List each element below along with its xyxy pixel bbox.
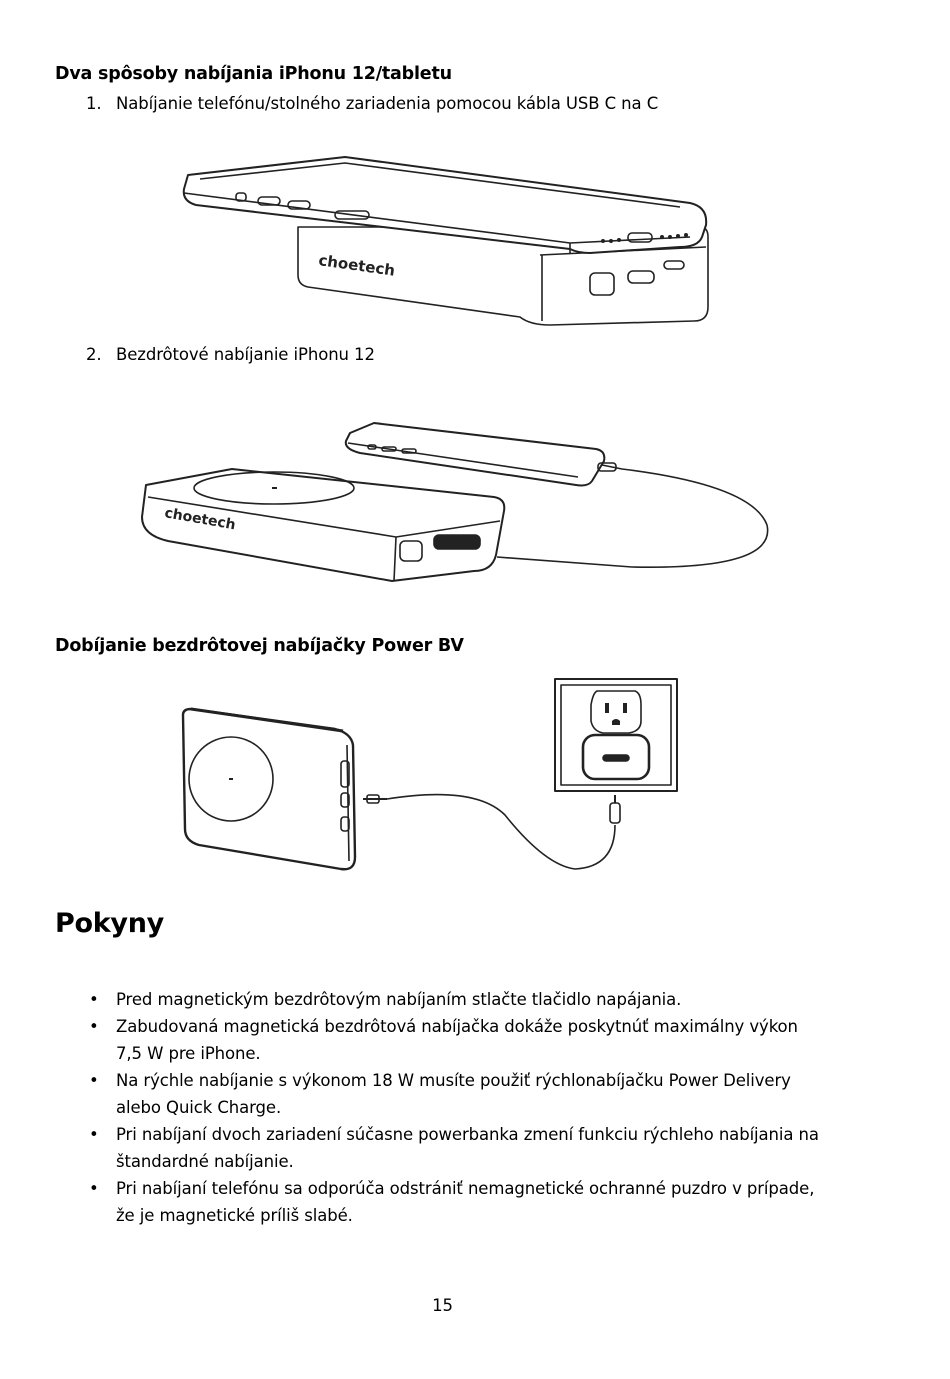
list-item-text: Pri nabíjaní dvoch zariadení súčasne pow… xyxy=(116,1125,819,1144)
list-number: 2. xyxy=(86,345,102,364)
list-item-wireless-charging: 2. Bezdrôtové nabíjanie iPhonu 12 xyxy=(86,345,375,364)
bullet-icon: • xyxy=(89,1179,99,1198)
page-number: 15 xyxy=(432,1296,453,1315)
list-item: • Pri nabíjaní dvoch zariadení súčasne p… xyxy=(55,1121,895,1175)
list-item-text: Nabíjanie telefónu/stolného zariadenia p… xyxy=(116,94,659,113)
bullet-icon: • xyxy=(89,1125,99,1144)
list-item-text: Pred magnetickým bezdrôtovým nabíjaním s… xyxy=(116,990,682,1009)
illustration-wall-recharge xyxy=(155,665,730,900)
illustration-phone-on-powerbank: choetech xyxy=(170,135,715,330)
list-item-text: Bezdrôtové nabíjanie iPhonu 12 xyxy=(116,345,375,364)
list-item: • Pri nabíjaní telefónu sa odporúča odst… xyxy=(55,1175,895,1229)
list-item: • Pred magnetickým bezdrôtovým nabíjaním… xyxy=(55,986,895,1013)
illustration-wireless-charging: choetech xyxy=(112,385,777,610)
section-title-recharging: Dobíjanie bezdrôtovej nabíjačky Power BV xyxy=(55,636,464,656)
instructions-heading: Pokyny xyxy=(55,908,164,939)
list-item-text: Na rýchle nabíjanie s výkonom 18 W musít… xyxy=(116,1071,791,1090)
bullet-icon: • xyxy=(89,1071,99,1090)
list-item-cable-charging: 1. Nabíjanie telefónu/stolného zariadenia… xyxy=(86,94,658,113)
list-item-text-continued: štandardné nabíjanie. xyxy=(116,1152,294,1171)
list-item-text-continued: že je magnetické príliš slabé. xyxy=(116,1206,353,1225)
list-item-text: Zabudovaná magnetická bezdrôtová nabíjač… xyxy=(116,1017,798,1036)
list-item-text-continued: alebo Quick Charge. xyxy=(116,1098,282,1117)
bullet-icon: • xyxy=(89,1017,99,1036)
list-item: • Zabudovaná magnetická bezdrôtová nabíj… xyxy=(55,1013,895,1067)
instructions-list: • Pred magnetickým bezdrôtovým nabíjaním… xyxy=(55,986,895,1229)
list-item-text-continued: 7,5 W pre iPhone. xyxy=(116,1044,261,1063)
list-item-text: Pri nabíjaní telefónu sa odporúča odstrá… xyxy=(116,1179,815,1198)
list-item: • Na rýchle nabíjanie s výkonom 18 W mus… xyxy=(55,1067,895,1121)
section-title-charging-methods: Dva spôsoby nabíjania iPhonu 12/tabletu xyxy=(55,64,452,84)
bullet-icon: • xyxy=(89,990,99,1009)
list-number: 1. xyxy=(86,94,102,113)
